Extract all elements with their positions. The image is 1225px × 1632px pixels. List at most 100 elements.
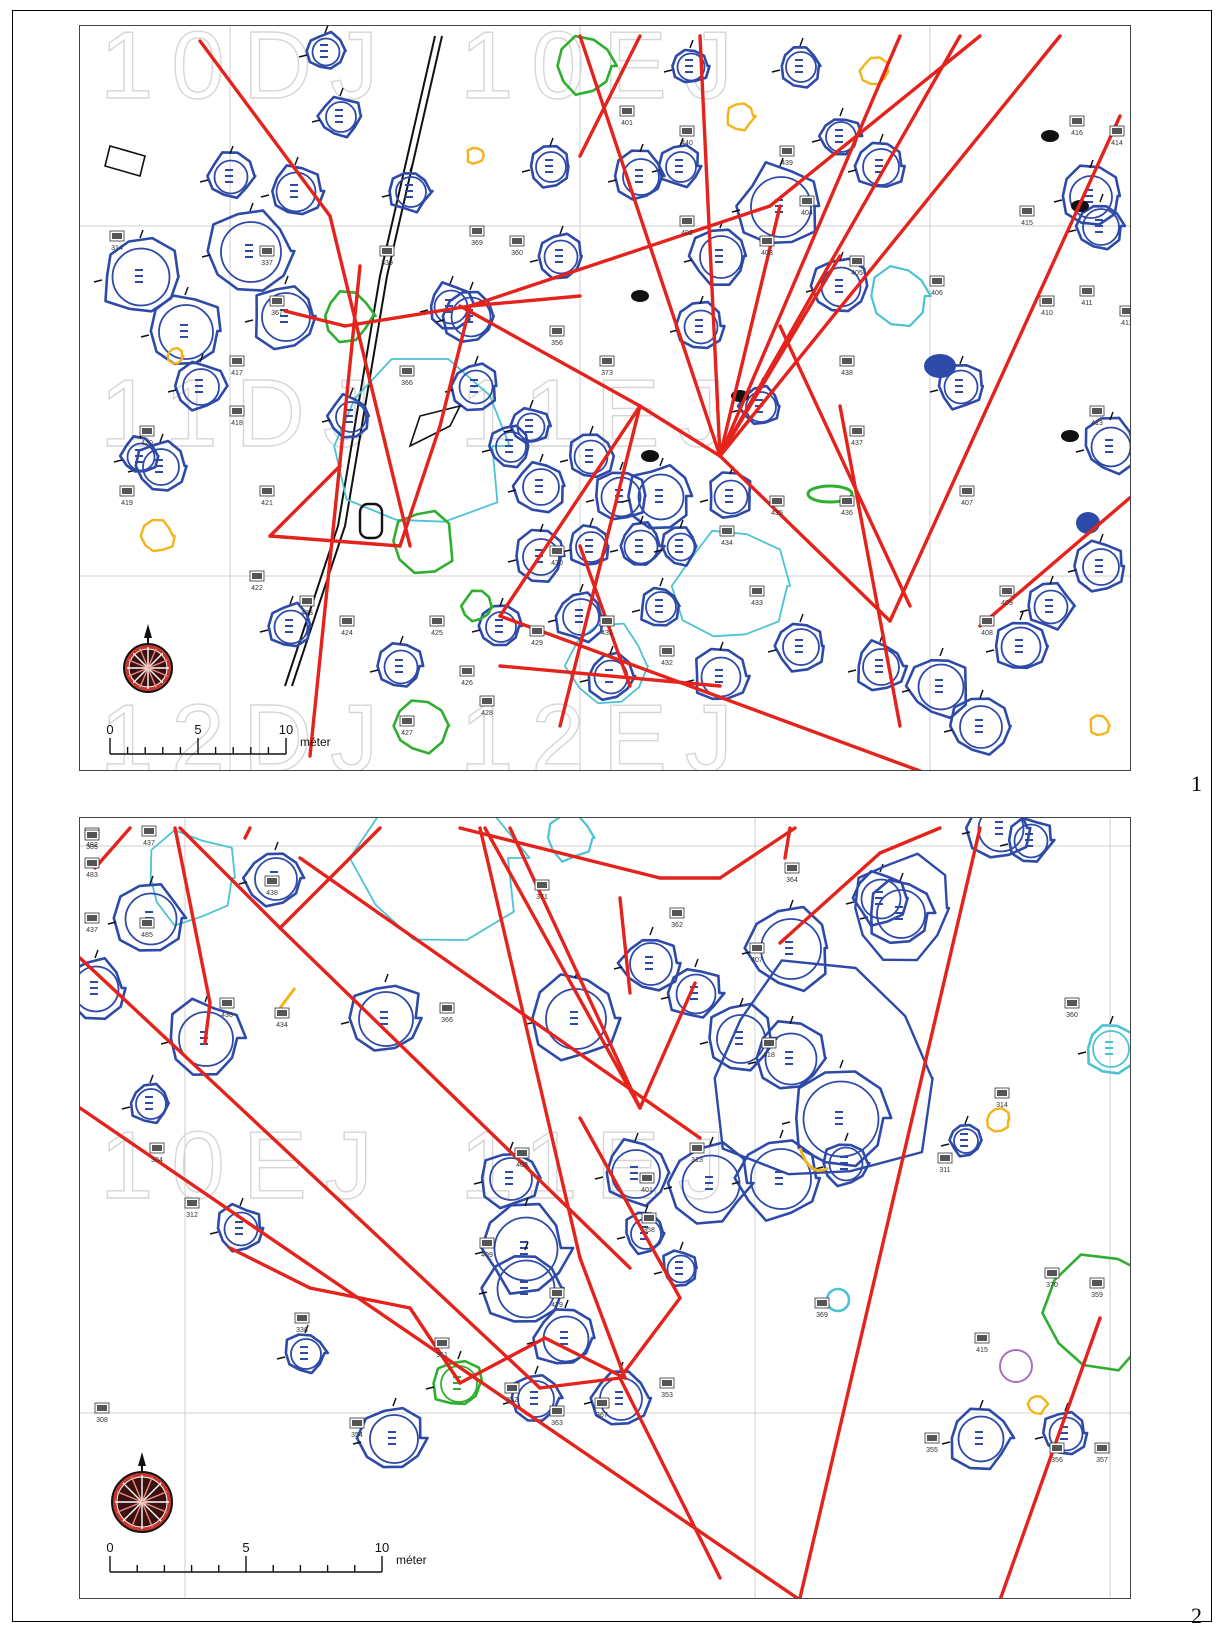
pit-feature-blue-0-tick [139,229,144,239]
feature-label-p1-4-code [402,368,412,374]
pit-feature-blue-p2-14-inner [681,1154,741,1214]
pit-feature-blue-6 [316,95,363,139]
red-line-p2-28 [998,1316,1102,1598]
purple-feature-p2-1 [999,1349,1033,1383]
red-line-p1-2 [283,309,347,328]
green-feature-2 [392,509,454,575]
red-line-p1-11 [768,34,982,208]
feature-label-p1-30: 422 [251,585,263,592]
pit-feature-blue-p2-13-tick [845,901,855,905]
pit-feature-blue-23-inner [782,628,820,666]
red-line-p1-9 [438,304,472,428]
pit-feature-blue-14 [627,463,694,530]
pit-feature-blue-p2-22-tick [304,1324,309,1334]
pit-feature-blue-47 [173,360,229,412]
pit-feature-blue-18-tick [631,609,641,613]
pit-feature-blue-3-tick [284,275,289,285]
pit-feature-blue-54 [660,526,698,567]
feature-label-p1-20-code [1122,308,1130,314]
pit-feature-blue-35-tick [731,209,741,213]
feature-label-p1-15: 407 [961,500,973,507]
orange-feature-p2-3 [798,1147,829,1172]
pit-feature-blue-47-tick [167,389,177,393]
pit-feature-blue-p2-13-inner [860,878,902,920]
pit-feature-blue-42-tick [469,281,474,291]
pit-feature-blue-20-tick [499,597,504,607]
pit-feature-blue-p2-16-tick [473,1181,483,1185]
north-arrow-compass-icon-ray [147,652,164,669]
pit-feature-blue-p2-10-tick [781,1121,791,1125]
scale-bar-p1-label-0: 0 [106,722,113,737]
pit-feature-blue-42-tick [435,319,445,323]
pit-feature-blue-p2-25 [129,1082,170,1125]
pit-feature-blue-p2-15 [605,1137,671,1208]
red-line-p2-1 [173,826,212,1005]
red-line-p1-26 [638,404,722,458]
feature-label-p1-44-code [842,498,852,504]
pit-feature-blue-p2-1-tick [160,1041,170,1045]
pit-feature-blue-p2-17-tick [474,1251,484,1255]
pit-feature-blue-7-inner [395,176,427,208]
pit-feature-blue-40 [537,232,583,280]
feature-label-p2-34-code [927,1435,937,1441]
pit-feature-blue-p2-1 [169,997,248,1076]
pit-feature-blue-26-tick [943,729,953,733]
feature-label-p2-15-code [997,1090,1007,1096]
pit-feature-blue-p2-24-tick [239,1197,244,1207]
red-line-p2-26 [878,826,942,855]
pit-feature-blue-p2-33 [822,1143,871,1188]
red-line-p2-32 [243,826,252,840]
feature-label-p1-24: 416 [1071,130,1083,137]
feature-label-p2-39-code [152,1145,162,1151]
pit-feature-blue-35-tick [779,157,784,167]
cyan-area-p2-1 [348,818,531,941]
feature-label-p1-41-code [752,588,762,594]
pit-feature-blue-p2-30-inner [953,1128,979,1154]
north-arrow-compass-icon-ray [128,667,149,677]
pit-feature-blue-p2-16 [480,1152,542,1210]
feature-label-p1-6: 360 [511,250,523,257]
pit-feature-blue-p2-24-tick [209,1231,219,1235]
pit-feature-blue-23-tick [799,613,804,623]
feature-label-p1-12-code [802,198,812,204]
feature-label-p2-18: 401 [641,1187,653,1194]
red-line-p2-7 [278,926,632,1270]
pit-feature-blue-p2-5 [616,938,682,992]
pit-feature-blue-18-inner [645,591,677,623]
feature-label-p1-2: 367 [271,310,283,317]
feature-label-p2-8-code [442,1005,452,1011]
pit-feature-blue-37-tick [699,295,704,305]
pit-feature-blue-p2-31-tick [616,1236,626,1240]
pit-feature-blue-p2-10-tick [839,1059,844,1069]
feature-label-p1-23: 415 [1021,220,1033,227]
pit-feature-blue-45 [325,392,371,439]
pit-feature-blue-p2-12-tick [899,872,904,882]
red-line-p1-1 [328,214,412,548]
north-arrow-compass-icon-needle [144,624,152,638]
pit-feature-blue-p2-27-tick [961,831,971,835]
grid-code-row3-0: 12DJ [100,685,396,771]
feature-label-p2-19: 403 [516,1162,528,1169]
pit-feature-blue-34 [817,118,864,156]
north-arrow-compass-icon-p2-ray [131,1476,143,1503]
grid-code-p2-1: 11EJ [460,1112,744,1219]
pit-feature-blue-9 [450,362,498,412]
feature-label-p2-5-code [222,1000,232,1006]
pit-feature-blue-55 [509,406,552,444]
feature-label-p1-39: 431 [601,630,613,637]
feature-label-p2-26: 312 [186,1212,198,1219]
feature-label-p1-5-code [472,228,482,234]
feature-label-p1-19: 411 [1081,300,1092,307]
north-arrow-compass-icon-p2-ray [122,1482,143,1503]
feature-label-p2-18-code [642,1175,652,1181]
pit-feature-blue-41-tick [521,169,531,173]
feature-label-p1-21-code [1092,408,1102,414]
feature-label-p1-4: 366 [401,380,413,387]
pit-feature-blue-p2-12 [870,878,937,945]
pit-feature-blue-43-tick [259,629,269,633]
feature-label-p2-33-code [352,1420,362,1426]
feature-label-p1-21: 413 [1091,420,1103,427]
feature-label-p1-11-code [762,238,772,244]
pit-feature-filled-1 [924,354,956,378]
feature-label-p2-13: 418 [763,1052,775,1059]
